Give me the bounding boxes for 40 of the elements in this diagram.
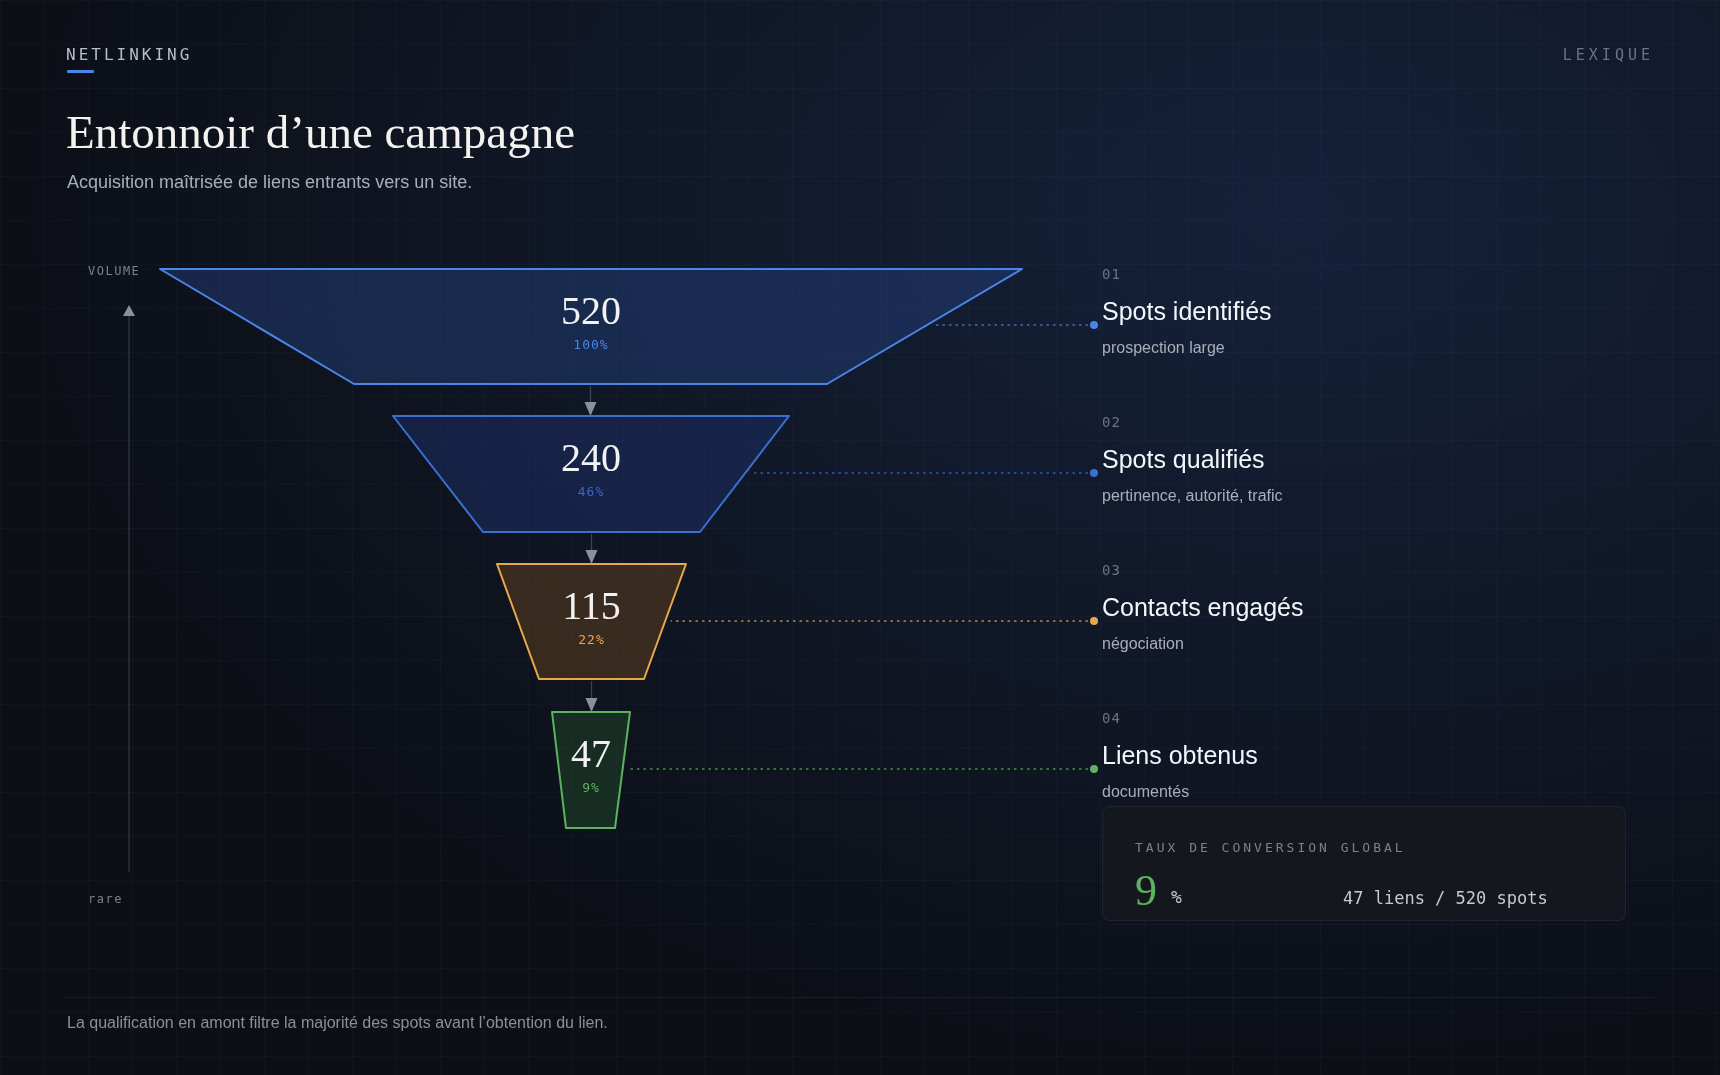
unit-label: %	[1171, 886, 1182, 908]
leader-line	[670, 617, 1098, 625]
step-description: négociation	[1102, 634, 1184, 654]
funnel-stage	[552, 712, 630, 828]
subtitle: Acquisition maîtrisée de liens entrants vers un site.	[67, 171, 473, 194]
stage-value: 240	[560, 436, 622, 480]
step-title: Liens obtenus	[1102, 740, 1258, 770]
percent-label: 22%	[577, 632, 606, 648]
title: Entonnoir d’une campagne	[66, 105, 575, 160]
step-number: 03	[1102, 561, 1121, 580]
funnel-stage	[160, 269, 1022, 384]
funnel-stage	[393, 416, 789, 532]
nav-label: LEXIQUE	[1562, 45, 1654, 66]
caption: La qualification en amont filtre la majorité des spots avant l’obtention du lien.	[67, 1013, 608, 1033]
step-title: Spots identifiés	[1102, 296, 1272, 326]
funnel-stage	[497, 564, 686, 679]
arrow	[584, 385, 597, 416]
step-number: 01	[1102, 265, 1121, 284]
leader-line	[628, 765, 1098, 773]
stage-value: 520	[560, 289, 622, 333]
step-title: Contacts engagés	[1102, 592, 1304, 622]
arrow	[585, 680, 598, 712]
axis-label: VOLUME	[88, 263, 141, 280]
section-label: NETLINKING	[66, 44, 193, 66]
step-description: prospection large	[1102, 338, 1225, 358]
card-heading: TAUX DE CONVERSION GLOBAL	[1135, 839, 1406, 857]
axis-label: rare	[88, 891, 123, 908]
stage-value: 115	[561, 584, 622, 628]
step-description: pertinence, autorité, trafic	[1102, 486, 1283, 506]
percent-label: 9%	[581, 780, 601, 796]
stage-value: 47	[570, 732, 612, 776]
percent-label: 46%	[576, 484, 606, 500]
conversion-value: 9	[1135, 867, 1157, 915]
ratio-text: 47 liens / 520 spots	[1343, 887, 1548, 909]
step-title: Spots qualifiés	[1102, 444, 1265, 474]
arrow	[585, 533, 598, 564]
step-number: 02	[1102, 413, 1121, 432]
step-description: documentés	[1102, 782, 1190, 802]
step-number: 04	[1102, 709, 1121, 728]
percent-label: 100%	[572, 337, 610, 353]
